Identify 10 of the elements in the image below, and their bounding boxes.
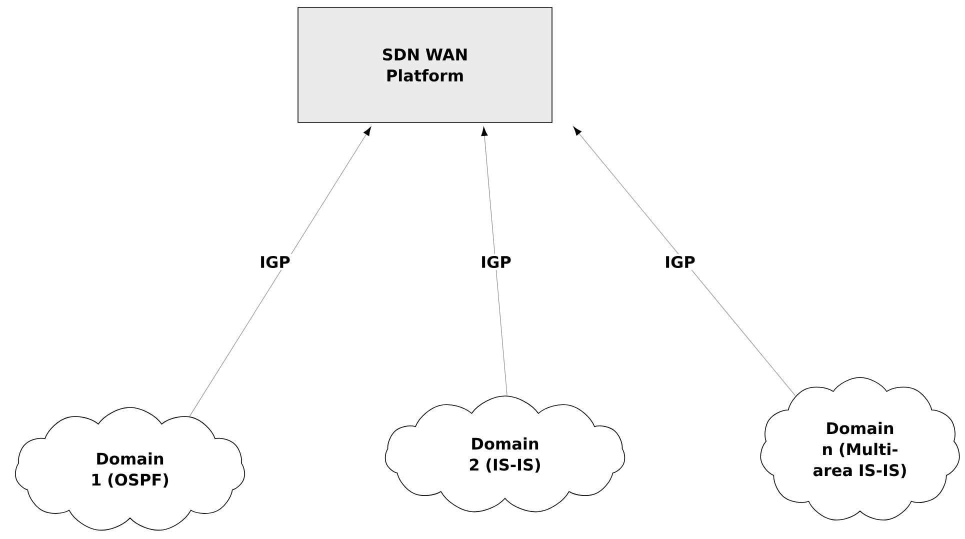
domain-cloud: Domain 1 (OSPF) [15, 407, 245, 531]
platform-box: SDN WAN Platform [298, 7, 552, 123]
arrow [573, 126, 796, 396]
edge-label: IGP [662, 254, 698, 270]
domain-cloud: Domain n (Multi-area IS-IS) [760, 377, 960, 520]
edge-label: IGP [478, 254, 514, 270]
arrow [189, 126, 372, 417]
arrow [481, 126, 508, 396]
domain-cloud: Domain 2 (IS-IS) [384, 396, 626, 512]
edge-label: IGP [258, 254, 292, 270]
